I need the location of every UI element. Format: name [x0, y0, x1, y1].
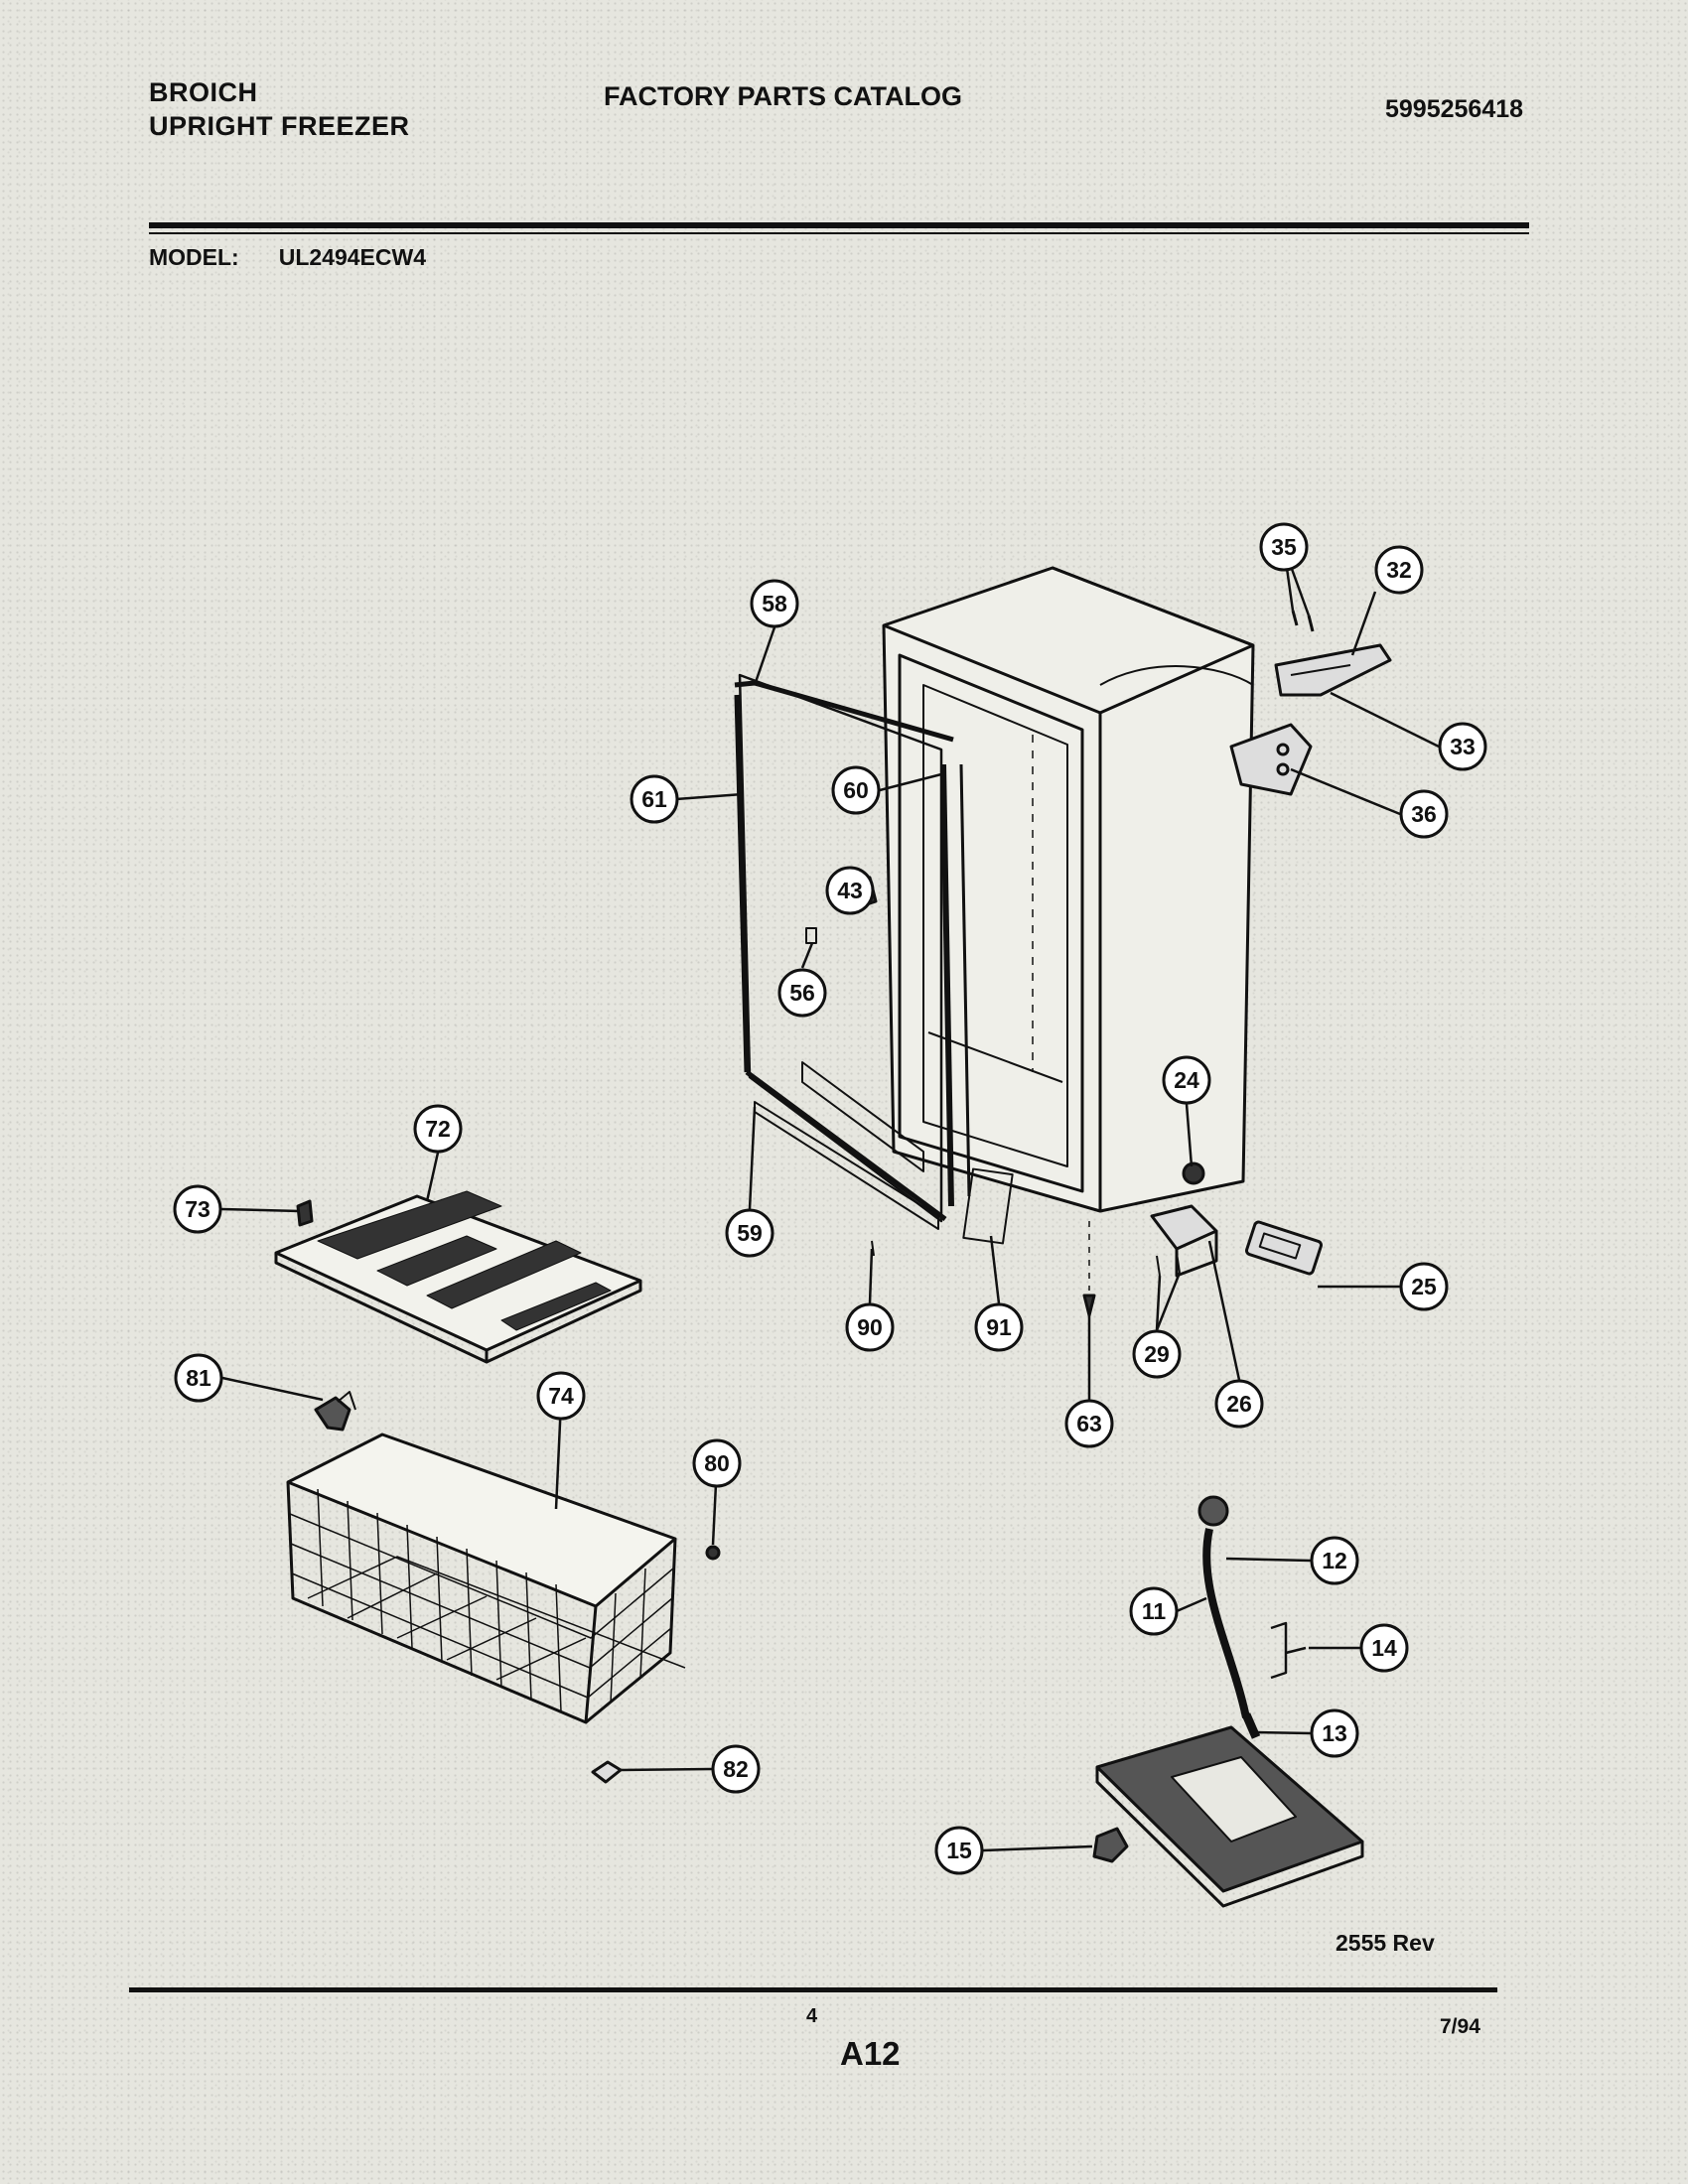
svg-text:11: 11	[1142, 1598, 1167, 1624]
defrost-drain-assembly	[1092, 1495, 1364, 1908]
svg-text:73: 73	[185, 1196, 211, 1222]
callout-15: 15	[934, 1826, 984, 1875]
svg-text:35: 35	[1271, 534, 1297, 560]
callout-26: 26	[1214, 1379, 1264, 1429]
callout-25: 25	[1399, 1262, 1449, 1311]
svg-text:29: 29	[1144, 1341, 1170, 1367]
catalog-number: 5995256418	[1385, 95, 1524, 123]
svg-text:60: 60	[843, 777, 869, 803]
model-label: MODEL:	[149, 244, 239, 270]
callout-58: 58	[750, 579, 799, 628]
callout-82: 82	[711, 1744, 761, 1794]
callout-61: 61	[630, 774, 679, 824]
brand-name: BROICH	[149, 77, 258, 107]
top-hinge-assembly	[1229, 610, 1392, 796]
callout-13: 13	[1310, 1708, 1359, 1758]
svg-text:13: 13	[1322, 1720, 1347, 1746]
svg-text:74: 74	[548, 1383, 574, 1409]
callout-91: 91	[974, 1302, 1024, 1352]
footer-rule	[129, 1987, 1497, 1992]
callout-33: 33	[1438, 722, 1487, 771]
svg-text:90: 90	[857, 1314, 883, 1340]
svg-text:15: 15	[946, 1838, 972, 1863]
catalog-title: FACTORY PARTS CATALOG	[604, 81, 963, 111]
callout-63: 63	[1064, 1399, 1114, 1448]
callout-90: 90	[845, 1302, 895, 1352]
svg-text:32: 32	[1386, 557, 1412, 583]
callout-14: 14	[1359, 1623, 1409, 1673]
shelf	[274, 1190, 642, 1364]
svg-text:36: 36	[1411, 801, 1437, 827]
callout-72: 72	[413, 1104, 463, 1154]
section-code: A12	[840, 2035, 901, 2072]
callout-29: 29	[1132, 1329, 1182, 1379]
svg-text:25: 25	[1411, 1274, 1437, 1299]
svg-text:33: 33	[1450, 734, 1476, 759]
svg-text:91: 91	[986, 1314, 1012, 1340]
page-number: 4	[806, 2005, 818, 2027]
freezer-cabinet	[882, 566, 1255, 1213]
callout-80: 80	[692, 1438, 742, 1488]
svg-text:43: 43	[837, 878, 863, 903]
callout-36: 36	[1399, 789, 1449, 839]
svg-text:58: 58	[762, 591, 787, 616]
revision-note: 2555 Rev	[1336, 1930, 1435, 1956]
small-parts	[805, 876, 1323, 1317]
svg-text:80: 80	[704, 1450, 730, 1476]
svg-text:59: 59	[737, 1220, 763, 1246]
brand-block: BROICH UPRIGHT FREEZER	[149, 75, 410, 143]
callout-11: 11	[1129, 1586, 1179, 1636]
svg-text:26: 26	[1226, 1391, 1252, 1417]
svg-text:72: 72	[425, 1116, 451, 1142]
callout-73: 73	[173, 1184, 222, 1234]
leader-11	[1176, 1596, 1207, 1613]
callout-43: 43	[825, 866, 875, 915]
svg-text:82: 82	[723, 1756, 749, 1782]
callout-35: 35	[1259, 522, 1309, 572]
svg-text:63: 63	[1076, 1411, 1102, 1436]
header-rule-thin	[149, 232, 1529, 234]
callout-60: 60	[831, 765, 881, 815]
wire-basket	[286, 1433, 686, 1724]
svg-text:61: 61	[641, 786, 667, 812]
callout-12: 12	[1310, 1536, 1359, 1585]
svg-text:14: 14	[1371, 1635, 1397, 1661]
callout-56: 56	[777, 968, 827, 1018]
callout-74: 74	[536, 1371, 586, 1421]
callout-81: 81	[174, 1353, 223, 1403]
svg-text:81: 81	[186, 1365, 211, 1391]
print-date: 7/94	[1440, 2015, 1480, 2038]
header-rule-thick	[149, 222, 1529, 228]
callout-24: 24	[1162, 1055, 1211, 1105]
callout-32: 32	[1374, 545, 1424, 595]
callout-bubbles: 58 61 60 43 56 59 90 91 63 24 25 26 29 3…	[173, 522, 1487, 1875]
model-line: MODEL: UL2494ECW4	[149, 244, 426, 271]
svg-text:12: 12	[1322, 1548, 1347, 1573]
callout-59: 59	[725, 1208, 774, 1258]
svg-text:56: 56	[789, 980, 815, 1006]
product-type: UPRIGHT FREEZER	[149, 111, 410, 141]
svg-text:24: 24	[1174, 1067, 1199, 1093]
model-value: UL2494ECW4	[278, 244, 426, 270]
